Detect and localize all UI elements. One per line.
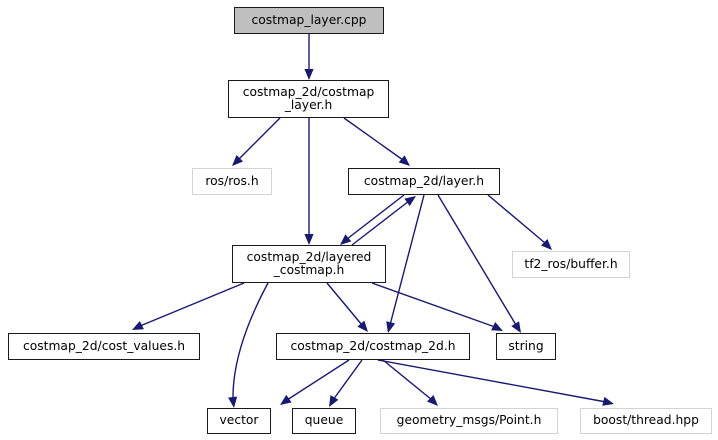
arrowhead-icon (404, 196, 416, 207)
edge-costmap_layer_cpp-to-costmap_2d_costmap_layer_h (304, 34, 314, 80)
arrowhead-icon (304, 234, 314, 245)
edge-costmap_2d_costmap_layer_h-to-costmap_2d_layered_costmap_h (304, 118, 314, 245)
arrowhead-icon (540, 238, 552, 250)
graph-node-label: vector (219, 413, 259, 428)
edge-costmap_2d_costmap_2d_h-to-vector (280, 359, 350, 405)
edge-costmap_2d_costmap_2d_h-to-queue (329, 359, 363, 407)
edge-costmap_2d_layered_costmap_h-to-string (371, 282, 503, 331)
graph-node-ros_ros_h[interactable]: ros/ros.h (192, 168, 272, 195)
arrowhead-icon (491, 321, 503, 331)
graph-node-label: string (508, 338, 544, 353)
arrowhead-icon (398, 155, 410, 166)
graph-node-label: ros/ros.h (205, 173, 259, 188)
arrowhead-icon (386, 321, 396, 333)
graph-node-label: boost/thread.hpp (593, 413, 699, 428)
edge-costmap_2d_layer_h-to-tf2_ros_buffer_h (487, 194, 552, 250)
graph-node-string[interactable]: string (496, 333, 556, 360)
edge-costmap_2d_costmap_2d_h-to-geometry_msgs_point_h (382, 359, 438, 406)
graph-node-label: costmap_2d/layered _costmap.h (246, 249, 372, 277)
graph-node-vector[interactable]: vector (207, 408, 271, 434)
arrowhead-icon (602, 396, 614, 406)
graph-node-costmap_2d_layered_costmap_h[interactable]: costmap_2d/layered _costmap.h (232, 245, 386, 283)
arrowhead-icon (426, 394, 438, 406)
graph-node-label: costmap_2d/costmap _layer.h (242, 84, 375, 112)
graph-node-costmap_2d_costmap_layer_h[interactable]: costmap_2d/costmap _layer.h (228, 80, 389, 118)
edge-costmap_2d_costmap_2d_h-to-boost_thread_hpp (377, 359, 614, 406)
graph-node-geometry_msgs_point_h[interactable]: geometry_msgs/Point.h (380, 408, 558, 434)
graph-node-label: queue (304, 413, 344, 428)
graph-node-costmap_2d_layer_h[interactable]: costmap_2d/layer.h (348, 168, 500, 195)
edge-costmap_2d_layer_h-to-string (437, 194, 521, 333)
graph-node-label: costmap_layer.cpp (251, 12, 367, 27)
graph-node-costmap_2d_costmap_2d_h[interactable]: costmap_2d/costmap_2d.h (276, 333, 470, 360)
edge-costmap_2d_layered_costmap_h-to-costmap_2d_layer_h (351, 196, 416, 246)
graph-node-label: tf2_ros/buffer.h (524, 256, 618, 271)
edge-costmap_2d_layered_costmap_h-to-vector (228, 282, 269, 408)
graph-node-label: costmap_2d/cost_values.h (22, 338, 186, 353)
graph-node-queue[interactable]: queue (292, 408, 356, 434)
arrowhead-icon (329, 395, 339, 407)
arrowhead-icon (132, 320, 144, 330)
arrowhead-icon (228, 396, 238, 408)
arrowhead-icon (357, 320, 368, 332)
arrowhead-icon (304, 69, 314, 80)
edge-costmap_2d_layer_h-to-costmap_2d_layered_costmap_h (340, 194, 405, 245)
edge-costmap_2d_costmap_layer_h-to-costmap_2d_layer_h (343, 117, 410, 166)
arrowhead-icon (232, 154, 244, 166)
graph-node-label: geometry_msgs/Point.h (396, 413, 542, 428)
graph-node-label: costmap_2d/costmap_2d.h (290, 338, 456, 353)
edge-costmap_2d_layered_costmap_h-to-costmap_2d_cost_values_h (132, 282, 245, 330)
graph-node-label: costmap_2d/layer.h (363, 173, 485, 188)
arrowhead-icon (280, 394, 292, 405)
graph-node-costmap_layer_cpp[interactable]: costmap_layer.cpp (234, 7, 384, 34)
graph-node-tf2_ros_buffer_h[interactable]: tf2_ros/buffer.h (512, 251, 630, 278)
edge-costmap_2d_layered_costmap_h-to-costmap_2d_costmap_2d_h (326, 282, 368, 332)
arrowhead-icon (511, 321, 521, 333)
edge-costmap_2d_layer_h-to-costmap_2d_costmap_2d_h (386, 194, 425, 333)
graph-node-boost_thread_hpp[interactable]: boost/thread.hpp (580, 408, 712, 434)
graph-node-costmap_2d_cost_values_h[interactable]: costmap_2d/cost_values.h (8, 333, 200, 360)
edge-costmap_2d_costmap_layer_h-to-ros_ros_h (232, 117, 281, 166)
arrowhead-icon (340, 234, 352, 245)
